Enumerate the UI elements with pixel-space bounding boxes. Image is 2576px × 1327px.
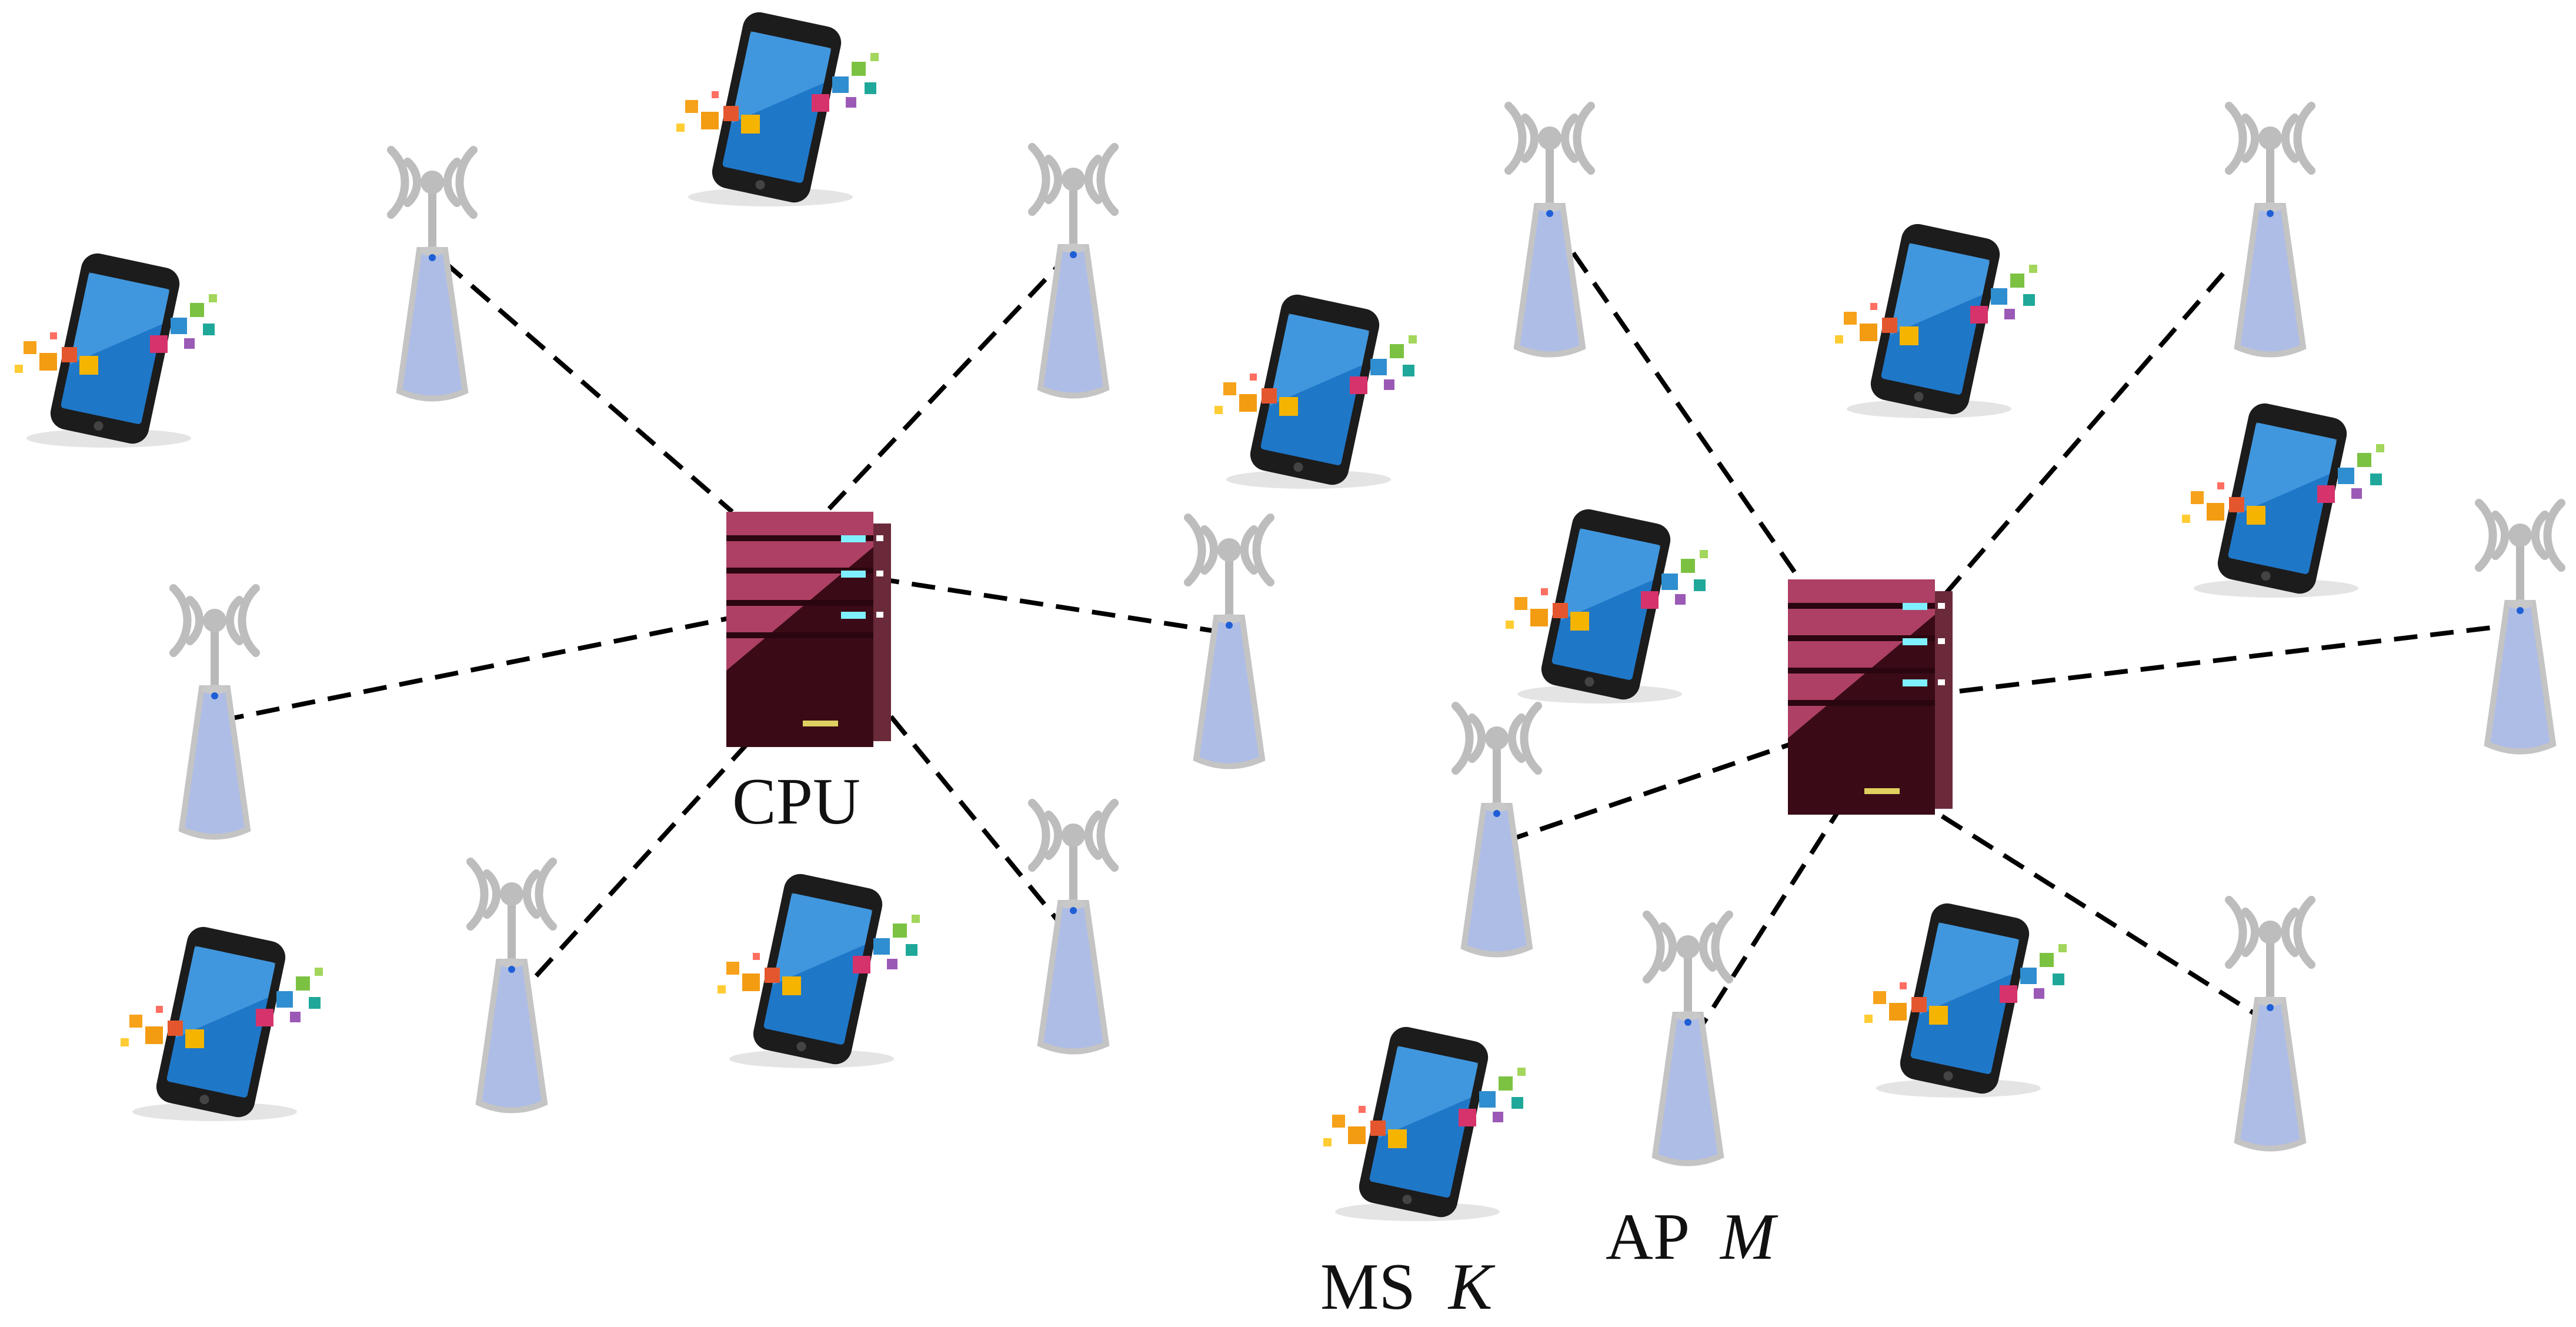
access-point-icon [1032, 147, 1115, 396]
smartphone-icon [718, 871, 920, 1068]
access-point-icon [1188, 518, 1270, 766]
access-point-icon [471, 862, 553, 1111]
smartphone-icon [676, 9, 879, 206]
mobile-stations [15, 9, 2384, 1221]
fronthaul-links [220, 251, 2527, 1040]
ap-label: AP M [1606, 1201, 1778, 1273]
access-point-icon [2479, 503, 2561, 752]
smartphone-icon [15, 250, 217, 448]
cpu-label: CPU [732, 765, 860, 838]
smartphone-icon [1506, 506, 1708, 703]
smartphone-icon [1214, 291, 1417, 489]
ap-label-prefix: AP [1606, 1201, 1687, 1273]
smartphone-icon [2182, 400, 2384, 598]
ap-label-variable: M [1719, 1201, 1778, 1273]
link-cpu2-ap9 [1934, 621, 2527, 696]
link-cpu2-ap10 [1504, 739, 1801, 843]
ms-label-prefix: MS [1320, 1251, 1416, 1323]
link-cpu1-ap1 [442, 259, 734, 514]
link-cpu2-ap8 [1933, 272, 2225, 608]
smartphone-icon [1864, 900, 2067, 1098]
link-cpu1-ap2 [825, 251, 1072, 514]
access-point-icon [2229, 900, 2311, 1149]
link-cpu1-ap6 [880, 704, 1070, 934]
access-point-icon [173, 588, 256, 837]
smartphone-icon [1323, 1023, 1526, 1221]
access-point-icon [1032, 803, 1115, 1052]
access-point-icon [1509, 106, 1591, 355]
smartphone-icon [121, 923, 323, 1121]
access-point-icon [1456, 706, 1538, 955]
link-cpu1-ap5 [510, 742, 749, 1005]
link-cpu1-ap3 [220, 615, 733, 723]
link-cpu1-ap4 [882, 577, 1224, 635]
link-cpu2-ap11 [1691, 810, 1840, 1040]
access-point-icon [2229, 106, 2311, 355]
server-icon [726, 512, 891, 747]
ms-label-variable: K [1447, 1251, 1496, 1323]
server-icon [1788, 579, 1953, 815]
access-points [173, 106, 2561, 1163]
ms-label: MS K [1320, 1251, 1496, 1323]
access-point-icon [1647, 915, 1729, 1163]
cpu-servers [726, 512, 1953, 815]
smartphone-icon [1835, 221, 2037, 418]
link-cpu2-ap7 [1571, 251, 1802, 581]
link-cpu2-ap12 [1933, 809, 2272, 1026]
